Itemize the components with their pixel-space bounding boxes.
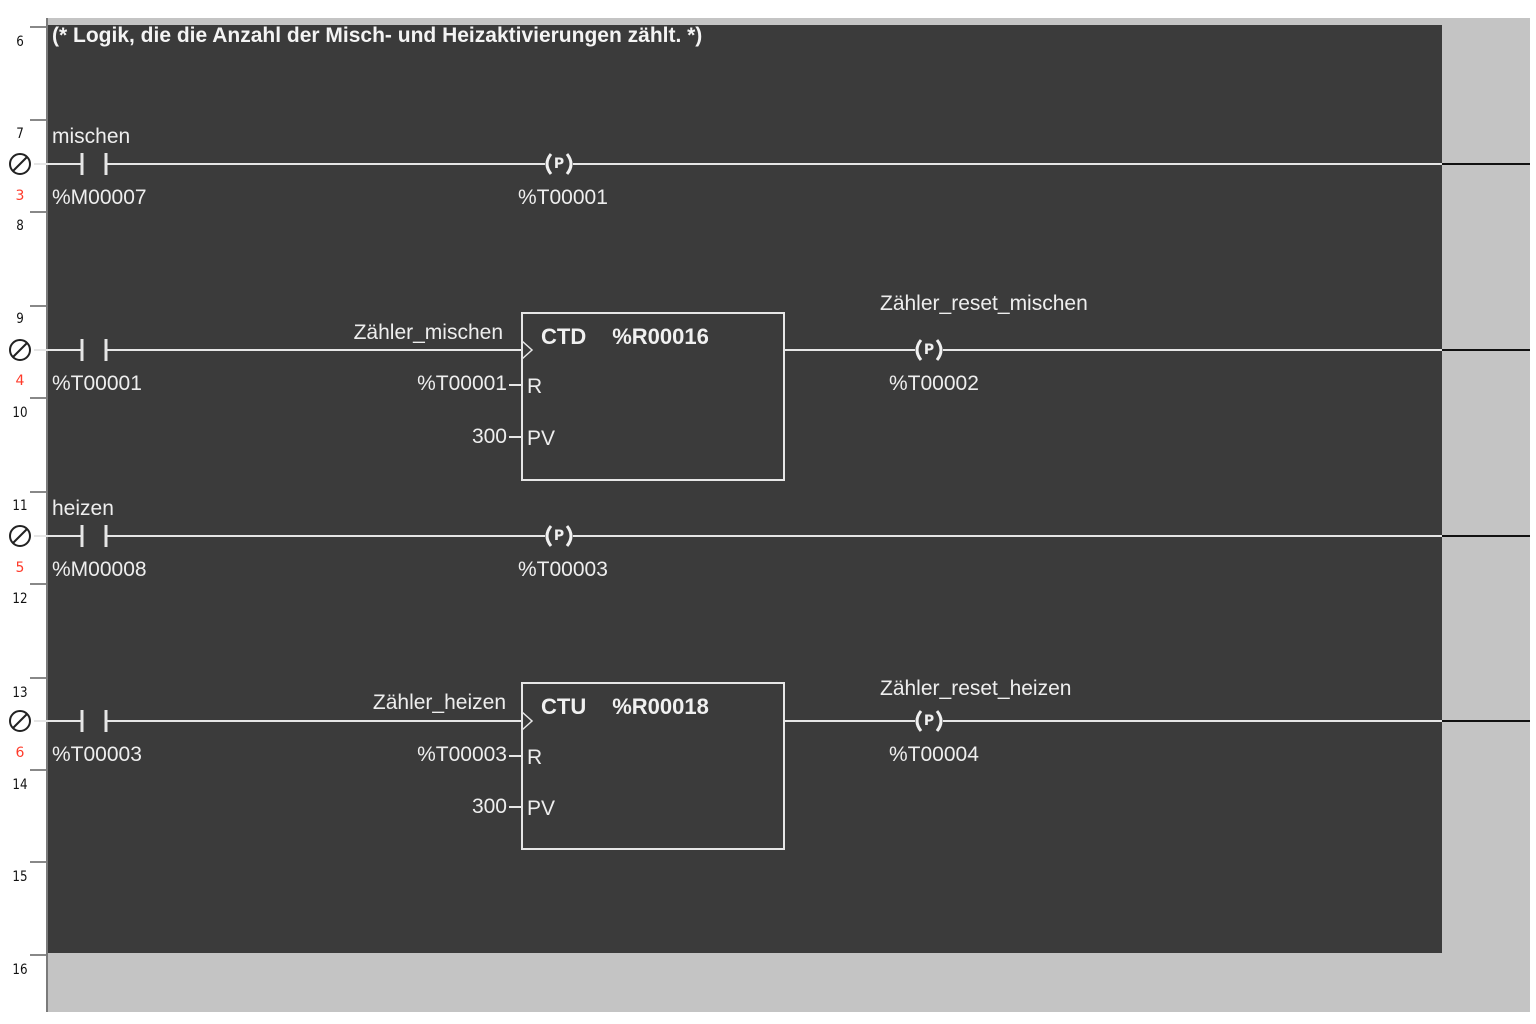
pin-pv: PV bbox=[527, 427, 556, 450]
line-number: 14 bbox=[12, 777, 28, 793]
contact-address: %T00003 bbox=[52, 743, 142, 766]
r-input-address: %T00001 bbox=[417, 372, 507, 395]
clock-input-marker bbox=[521, 711, 534, 731]
coil-name: Zähler_reset_mischen bbox=[880, 292, 1088, 315]
contact-heizen[interactable] bbox=[76, 522, 112, 550]
pv-input-value: 300 bbox=[471, 425, 507, 448]
ladder-editor-canvas[interactable] bbox=[47, 25, 1442, 953]
coil-p[interactable]: P bbox=[553, 528, 565, 544]
line-number: 7 bbox=[16, 126, 24, 142]
contact-address: %T00001 bbox=[52, 372, 142, 395]
pin-r: R bbox=[527, 746, 543, 769]
rung-status-icon[interactable] bbox=[9, 525, 31, 547]
coil-paren-left bbox=[915, 710, 923, 732]
rung-status-icon[interactable] bbox=[9, 339, 31, 361]
coil-paren-left bbox=[545, 153, 553, 175]
pv-input-value: 300 bbox=[471, 795, 507, 818]
function-block-ctu[interactable]: CTU %R00018 R PV bbox=[521, 682, 785, 850]
rung-status-icon[interactable] bbox=[9, 710, 31, 732]
function-block-ctd[interactable]: CTD %R00016 R PV bbox=[521, 312, 785, 481]
block-input-label: Zähler_mischen bbox=[353, 321, 503, 344]
contact-address: %M00007 bbox=[52, 186, 147, 209]
block-register: %R00018 bbox=[612, 694, 709, 719]
coil-address: %T00004 bbox=[889, 743, 979, 766]
coil-paren-right bbox=[565, 525, 573, 547]
coil-paren-right bbox=[935, 710, 943, 732]
coil-paren-left bbox=[545, 525, 553, 547]
r-input-address: %T00003 bbox=[417, 743, 507, 766]
coil-p[interactable]: P bbox=[553, 156, 565, 172]
line-number: 9 bbox=[16, 311, 24, 327]
rung-number: 6 bbox=[15, 745, 25, 761]
block-type: CTD bbox=[541, 324, 587, 349]
coil-paren-right bbox=[565, 153, 573, 175]
line-number: 11 bbox=[12, 498, 28, 514]
contact-address: %M00008 bbox=[52, 558, 147, 581]
contact-name: heizen bbox=[52, 497, 114, 520]
block-type: CTU bbox=[541, 694, 587, 719]
coil-p[interactable]: P bbox=[923, 713, 935, 729]
line-number: 10 bbox=[12, 405, 28, 421]
rung-status-icon[interactable] bbox=[9, 153, 31, 175]
clock-input-marker bbox=[521, 340, 534, 360]
rung-number: 4 bbox=[15, 373, 25, 389]
coil-address: %T00003 bbox=[518, 558, 608, 581]
contact-mischen[interactable] bbox=[76, 150, 112, 178]
line-number: 15 bbox=[12, 869, 28, 885]
rung-comment[interactable]: (* Logik, die die Anzahl der Misch- und … bbox=[52, 24, 703, 47]
rung-number: 5 bbox=[15, 560, 25, 576]
line-number: 16 bbox=[12, 962, 28, 978]
contact-name: mischen bbox=[52, 125, 131, 148]
coil-address: %T00002 bbox=[889, 372, 979, 395]
contact-t00003[interactable] bbox=[76, 707, 112, 735]
block-register: %R00016 bbox=[612, 324, 709, 349]
rung-number: 3 bbox=[15, 188, 25, 204]
line-number: 12 bbox=[12, 591, 28, 607]
line-number: 8 bbox=[16, 218, 24, 234]
line-number: 6 bbox=[16, 34, 24, 50]
contact-t00001[interactable] bbox=[76, 336, 112, 364]
coil-name: Zähler_reset_heizen bbox=[880, 677, 1072, 700]
coil-p[interactable]: P bbox=[923, 342, 935, 358]
pin-r: R bbox=[527, 375, 543, 398]
pin-pv: PV bbox=[527, 797, 556, 820]
coil-paren-left bbox=[915, 339, 923, 361]
coil-paren-right bbox=[935, 339, 943, 361]
gutter-ticks bbox=[30, 26, 47, 956]
coil-address: %T00001 bbox=[518, 186, 608, 209]
block-input-label: Zähler_heizen bbox=[372, 691, 506, 714]
line-number: 13 bbox=[12, 685, 28, 701]
